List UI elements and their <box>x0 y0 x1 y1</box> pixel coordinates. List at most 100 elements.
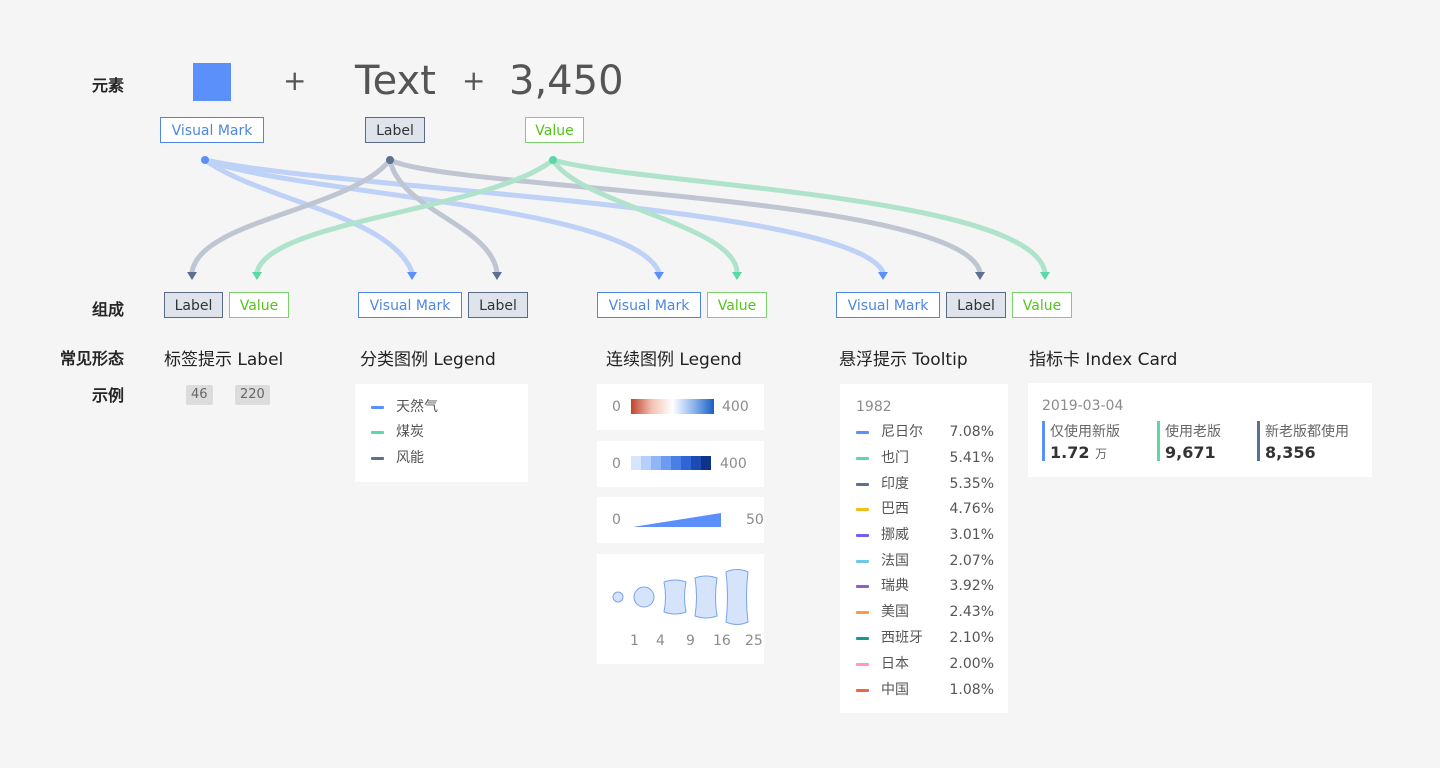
label-connectors <box>189 157 983 275</box>
row-label-examples: 示例 <box>91 386 124 405</box>
index-item-label: 使用老版 <box>1165 424 1221 440</box>
composition-value-tag: Value <box>1012 292 1072 318</box>
tooltip-item-value: 1.08% <box>949 682 994 698</box>
tooltip-item-name: 中国 <box>881 682 909 698</box>
legend-item[interactable]: 风能 <box>371 448 424 468</box>
value-connectors <box>254 157 1048 275</box>
category-legend-card: 天然气 煤炭 风能 <box>355 384 528 482</box>
tag-visual-mark: Visual Mark <box>160 117 264 143</box>
block-bar[interactable] <box>631 456 711 470</box>
tooltip-item-value: 3.01% <box>949 527 994 543</box>
form-title-continuous-legend: 连续图例 Legend <box>606 350 742 370</box>
tooltip-item-name: 美国 <box>881 604 909 620</box>
element-text: Text <box>355 58 436 104</box>
tooltip-item-name: 挪威 <box>881 527 909 543</box>
legend-item-label: 煤炭 <box>396 424 424 440</box>
tooltip-marker <box>856 688 869 692</box>
tooltip-item: 尼日尔 7.08% <box>856 422 994 442</box>
index-item-bar <box>1257 421 1260 461</box>
bubble-shapes[interactable] <box>597 564 764 629</box>
visual-mark-connectors <box>202 157 886 275</box>
tooltip-marker <box>856 456 869 460</box>
form-title-tooltip: 悬浮提示 Tooltip <box>839 350 968 370</box>
label-chip: 46 <box>186 385 213 405</box>
tooltip-item-value: 4.76% <box>949 501 994 517</box>
gradient-min: 0 <box>612 399 621 415</box>
bubble-legend-card: 1 4 9 16 25 <box>597 554 764 664</box>
composition-value-tag: Value <box>229 292 289 318</box>
tooltip-item-name: 瑞典 <box>881 578 909 594</box>
tooltip-marker <box>856 662 869 666</box>
tooltip-item: 日本 2.00% <box>856 654 994 674</box>
plus-sign: + <box>283 64 307 97</box>
index-card: 2019-03-04 仅使用新版 1.72 万 使用老版 9,671 新老版都使… <box>1028 383 1372 477</box>
form-title-index-card: 指标卡 Index Card <box>1029 350 1178 370</box>
tooltip-item: 美国 2.43% <box>856 602 994 622</box>
composition-label-tag: Label <box>164 292 223 318</box>
tag-value: Value <box>525 117 584 143</box>
tooltip-item-value: 5.41% <box>949 450 994 466</box>
tooltip-marker <box>856 482 869 486</box>
composition-label-tag: Label <box>946 292 1006 318</box>
gradient-bar[interactable] <box>631 399 714 414</box>
legend-item[interactable]: 天然气 <box>371 397 438 417</box>
form-title-label: 标签提示 Label <box>164 350 284 370</box>
tooltip-item-name: 日本 <box>881 656 909 672</box>
bubble-value: 4 <box>656 633 665 649</box>
bubble-value: 25 <box>745 633 763 649</box>
tooltip-marker <box>856 610 869 614</box>
composition-visual-mark-tag: Visual Mark <box>597 292 701 318</box>
tooltip-item-value: 7.08% <box>949 424 994 440</box>
tooltip-item-value: 5.35% <box>949 476 994 492</box>
index-item-unit: 万 <box>1095 447 1108 461</box>
tooltip-item: 挪威 3.01% <box>856 525 994 545</box>
tooltip-item-value: 2.00% <box>949 656 994 672</box>
tooltip-item-name: 西班牙 <box>881 630 923 646</box>
legend-marker <box>371 430 384 434</box>
tooltip-item-name: 印度 <box>881 476 909 492</box>
composition-value-tag: Value <box>707 292 767 318</box>
index-item-value: 8,356 <box>1265 443 1316 462</box>
tooltip-marker <box>856 636 869 640</box>
label-chip: 220 <box>235 385 270 405</box>
index-item-label: 新老版都使用 <box>1265 424 1349 440</box>
tooltip-item-name: 巴西 <box>881 501 909 517</box>
tooltip-item: 西班牙 2.10% <box>856 628 994 648</box>
tooltip-item: 瑞典 3.92% <box>856 576 994 596</box>
size-wedge[interactable] <box>631 511 723 529</box>
legend-item[interactable]: 煤炭 <box>371 422 424 442</box>
tooltip-marker <box>856 507 869 511</box>
tooltip-item: 巴西 4.76% <box>856 499 994 519</box>
visual-mark-square <box>193 63 231 101</box>
row-label-composition: 组成 <box>91 300 124 319</box>
element-value: 3,450 <box>509 58 624 104</box>
bubble-value: 16 <box>713 633 731 649</box>
composition-visual-mark-tag: Visual Mark <box>358 292 462 318</box>
index-card-date: 2019-03-04 <box>1042 398 1124 414</box>
legend-marker <box>371 456 384 460</box>
row-label-forms: 常见形态 <box>59 349 124 368</box>
composition-label-tag: Label <box>468 292 528 318</box>
tooltip-item-name: 尼日尔 <box>881 424 923 440</box>
tooltip-item-value: 2.43% <box>949 604 994 620</box>
legend-marker <box>371 405 384 409</box>
tooltip-item-value: 2.10% <box>949 630 994 646</box>
index-item-label: 仅使用新版 <box>1050 424 1120 440</box>
size-min: 0 <box>612 512 621 528</box>
tooltip-item-name: 法国 <box>881 553 909 569</box>
size-max: 50 <box>746 512 764 528</box>
index-item-bar <box>1157 421 1160 461</box>
tooltip-item: 中国 1.08% <box>856 680 994 700</box>
row-label-elements: 元素 <box>91 76 124 95</box>
index-item-bar <box>1042 421 1045 461</box>
tooltip-marker <box>856 533 869 537</box>
index-item-value: 9,671 <box>1165 443 1216 462</box>
tag-label: Label <box>365 117 425 143</box>
legend-item-label: 风能 <box>396 450 424 466</box>
tooltip-item-value: 3.92% <box>949 578 994 594</box>
blocks-max: 400 <box>720 456 747 472</box>
connector-curves <box>187 156 1050 280</box>
bubble-value: 1 <box>630 633 639 649</box>
